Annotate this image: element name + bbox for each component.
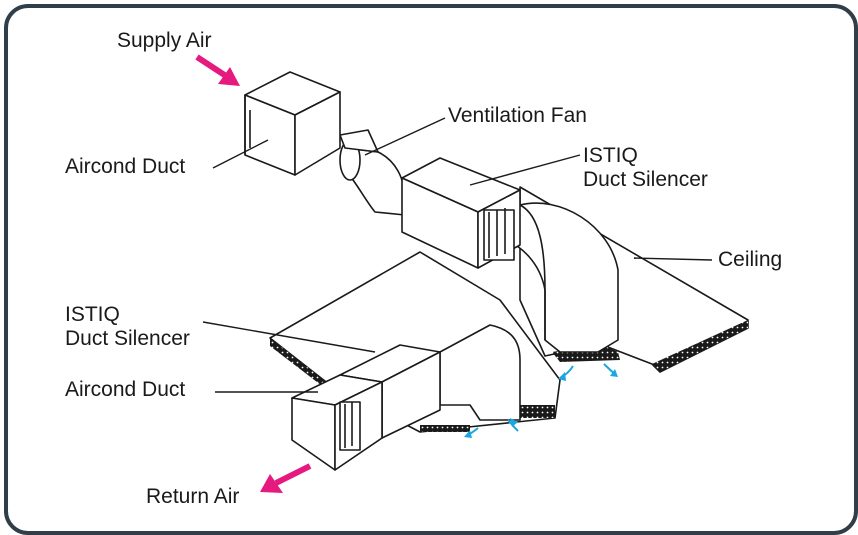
aircond-duct-top-label: Aircond Duct (65, 155, 186, 178)
leader-istiq-bottom (202, 321, 376, 353)
istiq-bottom-line2: Duct Silencer (65, 326, 190, 350)
istiq-top-line1: ISTIQ (583, 144, 638, 167)
ventilation-fan (339, 129, 406, 216)
leader-lines (202, 117, 713, 393)
supply-air-arrow (195, 54, 240, 86)
aircond-duct-top (244, 71, 341, 176)
return-air-arrow (260, 463, 312, 493)
istiq-top-line2: Duct Silencer (583, 167, 708, 191)
ceiling-label: Ceiling (718, 248, 783, 271)
istiq-silencer-top-label: ISTIQ Duct Silencer (583, 144, 708, 191)
leader-ventilation-fan (364, 117, 446, 156)
aircond-duct-bottom-label: Aircond Duct (65, 378, 186, 401)
istiq-bottom-line1: ISTIQ (65, 303, 120, 326)
airflow-arrows (464, 363, 618, 438)
leader-ceiling (633, 257, 713, 261)
leader-istiq-top (469, 154, 581, 186)
aircond-duct-bottom (291, 374, 383, 471)
supply-air-label: Supply Air (117, 29, 212, 52)
upper-elbow-duct (504, 202, 619, 353)
leader-aircond-top (212, 139, 269, 169)
istiq-silencer-top (401, 157, 521, 269)
ventilation-fan-label: Ventilation Fan (448, 104, 587, 127)
return-air-label: Return Air (146, 485, 240, 508)
istiq-silencer-bottom-label: ISTIQ Duct Silencer (65, 303, 190, 350)
